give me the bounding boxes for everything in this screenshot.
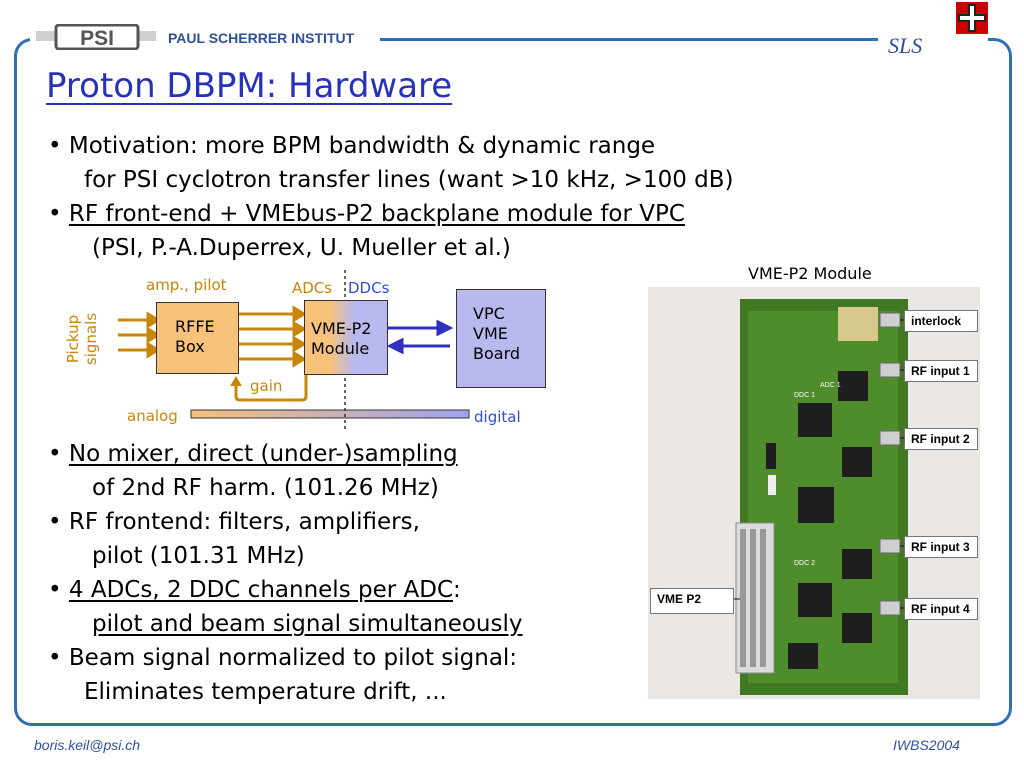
vpc-label: VPC [473, 304, 505, 323]
block-diagram [118, 270, 470, 430]
bullet-text: 4 ADCs, 2 DDC channels per ADC [68, 577, 454, 603]
bullet-no-mixer: • No mixer, direct (under-)sampling [48, 441, 458, 467]
bullet-normalized: • Beam signal normalized to pilot signal… [48, 645, 518, 671]
bullet-continuation: pilot (101.31 MHz) [92, 543, 305, 569]
slide-frame [14, 38, 1012, 726]
rffe-label: RFFE [175, 317, 215, 336]
bullet-rf-frontend: • RF frontend: filters, amplifiers, [48, 509, 420, 535]
bullet-continuation: pilot and beam signal simultaneously [92, 611, 523, 637]
rffe-label: Box [175, 337, 205, 356]
svg-text:DDC 2: DDC 2 [794, 560, 815, 567]
bullet-text: No mixer, direct (under-)sampling [68, 441, 458, 467]
rf-input-3-tag: RF input 3 [904, 536, 978, 558]
slide-title: Proton DBPM: Hardware [46, 66, 453, 106]
footer-email: boris.keil@psi.ch [34, 737, 141, 753]
vpc-label: VME [473, 324, 508, 343]
vme-p2-tag: VME P2 [650, 588, 734, 614]
vpc-label: Board [473, 344, 521, 363]
rf-input-1-tag: RF input 1 [904, 360, 978, 382]
bullet-suffix: : [453, 577, 461, 603]
svg-text:DDC 1: DDC 1 [794, 392, 815, 399]
vme-label: VME-P2 [311, 319, 372, 338]
analog-label: analog [127, 407, 178, 425]
bullet-text: RF front-end + VMEbus-P2 backplane modul… [68, 201, 685, 227]
sls-cross-logo [956, 2, 988, 34]
bullet-text: Beam signal normalized to pilot signal: [68, 645, 518, 671]
rf-input-4-tag: RF input 4 [904, 598, 978, 620]
bullet-rf-frontend-module: • RF front-end + VMEbus-P2 backplane mod… [48, 201, 685, 227]
vpc-vme-board-box: VPC VME Board [456, 289, 546, 388]
bullet-adcs-ddc: • 4 ADCs, 2 DDC channels per ADC: [48, 577, 461, 603]
footer-conference: IWBS2004 [893, 737, 960, 753]
svg-text:PSI: PSI [80, 27, 114, 50]
amp-pilot-label: amp., pilot [146, 276, 227, 294]
bullet-text: Motivation: more BPM bandwidth & dynamic… [68, 133, 656, 159]
rffe-box: RFFE Box [156, 302, 239, 374]
interlock-tag: interlock [904, 310, 978, 332]
bullet-continuation: of 2nd RF harm. (101.26 MHz) [92, 475, 439, 501]
board-photo: ADC 1 DDC 1 DDC 2 [648, 287, 980, 699]
vme-label: Module [311, 339, 370, 358]
ddcs-label: DDCs [348, 279, 390, 297]
bullet-continuation: Eliminates temperature drift, ... [84, 679, 447, 705]
svg-text:ADC 1: ADC 1 [820, 382, 841, 389]
adcs-label: ADCs [292, 279, 333, 297]
circuit-board-image: ADC 1 DDC 1 DDC 2 [734, 299, 910, 695]
bullet-text: RF frontend: filters, amplifiers, [68, 509, 420, 535]
institute-name: PAUL SCHERRER INSTITUT [162, 30, 361, 46]
bullet-continuation: for PSI cyclotron transfer lines (want >… [84, 167, 734, 193]
bullet-continuation: (PSI, P.-A.Duperrex, U. Mueller et al.) [92, 235, 511, 261]
sls-label: SLS [884, 33, 927, 59]
bullet-motivation: • Motivation: more BPM bandwidth & dynam… [48, 133, 656, 159]
pickup-signals-label: Pickup signals [64, 312, 100, 366]
digital-label: digital [474, 408, 521, 426]
vme-p2-module-box: VME-P2 Module [304, 300, 388, 375]
gain-label: gain [250, 377, 283, 395]
psi-logo: PSI [36, 24, 156, 50]
photo-caption: VME-P2 Module [748, 264, 872, 283]
rf-input-2-tag: RF input 2 [904, 428, 978, 450]
